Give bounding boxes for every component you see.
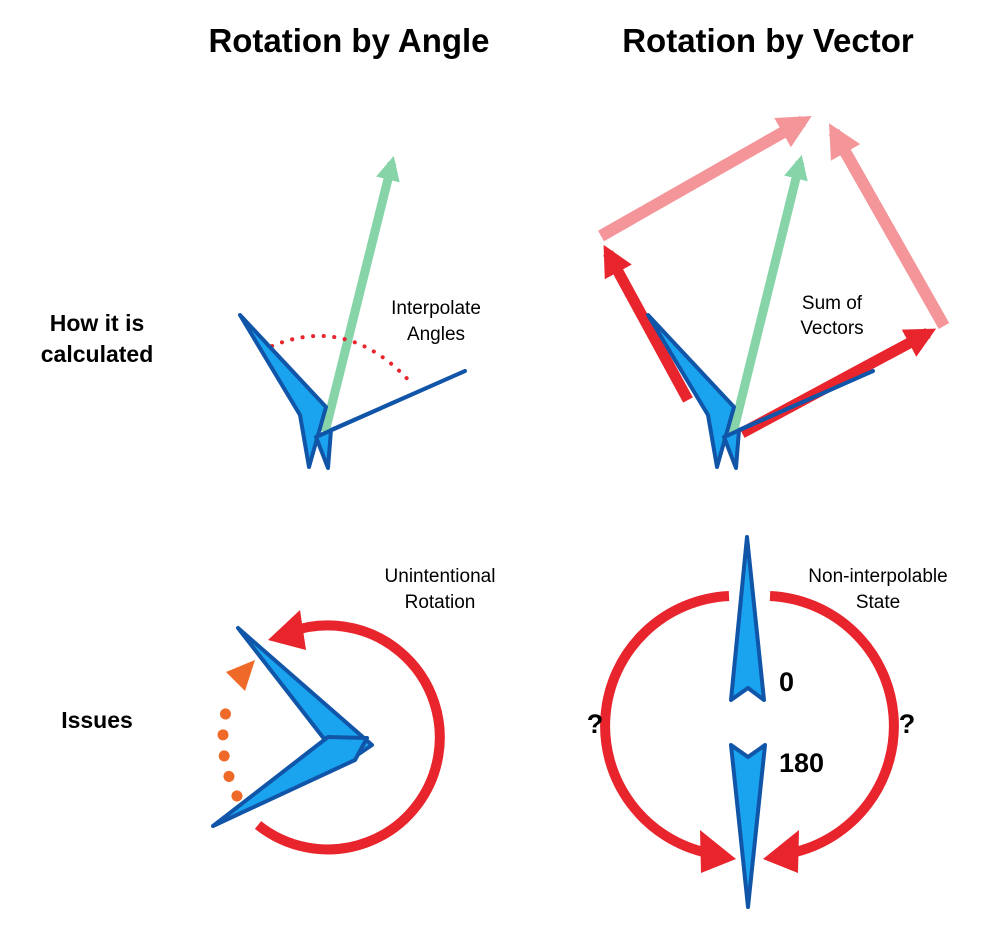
label-angles: Angles: [407, 324, 465, 345]
row-label-issues: Issues: [61, 707, 133, 733]
interpolation-arc-dotted: [270, 333, 414, 386]
title-rotation-by-vector: Rotation by Vector: [622, 22, 914, 59]
sum-vector-arrow: [728, 154, 808, 435]
label-unintentional: Unintentional: [385, 566, 496, 587]
vector-arrow-left-red: [603, 244, 693, 403]
intended-rotation-arrowhead: [226, 660, 255, 691]
panel-vector-calculated: Sum of Vectors: [598, 115, 950, 470]
arrow-state-180: [729, 743, 767, 909]
intended-rotation-dotted-arc: [217, 691, 243, 802]
value-180: 180: [779, 748, 824, 778]
title-rotation-by-angle: Rotation by Angle: [208, 22, 489, 59]
rotation-arrow-b: [314, 369, 467, 470]
right-ambiguous-arc: [769, 591, 899, 858]
rotation-arrow-a: [646, 313, 736, 469]
row-label-calculated-line1: How it is: [50, 310, 145, 336]
label-vectors: Vectors: [800, 318, 863, 339]
question-mark-left: ?: [587, 709, 604, 739]
panel-vector-issues: 0 180 ? ? Non-interpolable State: [587, 535, 948, 909]
rotation-arrow-b: [722, 369, 875, 470]
question-mark-right: ?: [899, 709, 916, 739]
rotation-arrow-lower: [211, 735, 369, 828]
label-sum-of: Sum of: [802, 293, 863, 314]
label-rotation: Rotation: [405, 592, 476, 613]
result-vector-arrow: [320, 155, 400, 434]
parallelogram-side-top-right: [828, 123, 950, 329]
panel-angle-issues: Unintentional Rotation: [211, 566, 496, 855]
left-ambiguous-arc: [600, 591, 730, 858]
arrow-state-zero: [729, 535, 766, 702]
label-non-interpolable: Non-interpolable: [808, 566, 947, 587]
label-state: State: [856, 592, 900, 613]
unintentional-rotation-arc: [254, 620, 445, 855]
rotation-arrow-a: [238, 313, 328, 469]
right-arc-arrowhead: [763, 830, 799, 873]
parallelogram-side-top-left: [598, 115, 812, 242]
left-arc-arrowhead: [700, 830, 736, 873]
unintentional-rotation-arrowhead: [268, 610, 306, 650]
panel-angle-calculated: Interpolate Angles: [238, 155, 481, 470]
row-label-calculated-line2: calculated: [41, 341, 154, 367]
label-interpolate: Interpolate: [391, 298, 481, 319]
value-zero: 0: [779, 667, 794, 697]
